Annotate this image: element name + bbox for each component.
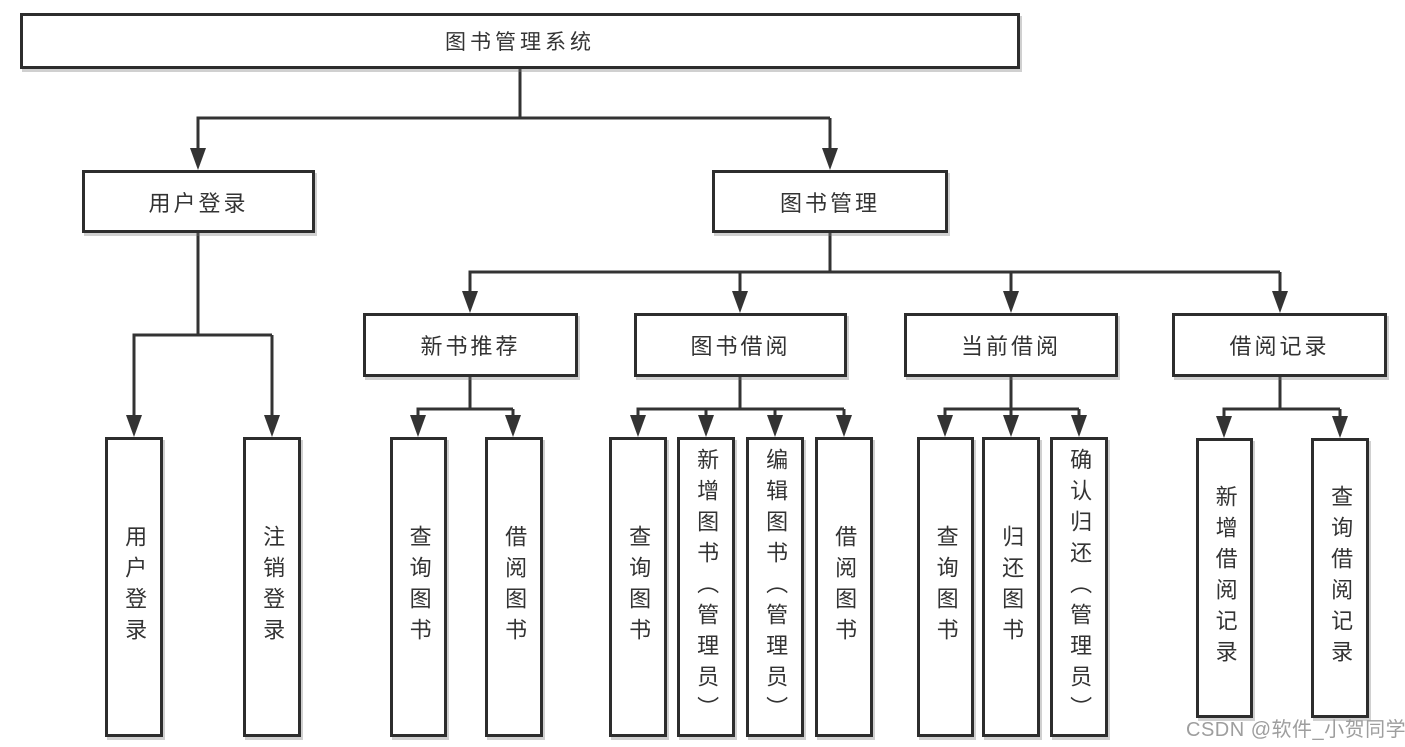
node-label: 图书管理: [779, 190, 880, 216]
node-label: 借阅图书: [502, 525, 528, 649]
connector-book-management: [468, 233, 1282, 295]
node-leaf-logout: 注销登录: [243, 437, 301, 737]
arrowhead: [1216, 416, 1232, 438]
node-book-borrowing: 图书借阅: [634, 313, 847, 377]
node-borrowing-records: 借阅记录: [1172, 313, 1387, 377]
node-label: 编辑图书（管理员）: [763, 447, 789, 727]
connector-user-login: [132, 233, 274, 419]
node-leaf-query-books-borrow: 查询图书: [609, 437, 667, 737]
node-book-management: 图书管理: [712, 170, 948, 233]
connector-root: [196, 69, 832, 152]
node-label: 查询图书: [933, 525, 959, 649]
connector-borrowing-records: [1222, 377, 1342, 421]
node-label: 新增图书（管理员）: [694, 447, 720, 727]
arrowhead: [1071, 415, 1087, 437]
node-label: 当前借阅: [960, 334, 1061, 359]
node-leaf-return-books: 归还图书: [982, 437, 1040, 737]
arrowhead: [462, 291, 478, 313]
arrowhead: [630, 415, 646, 437]
arrowhead: [410, 415, 426, 437]
node-label: 查询图书: [626, 525, 652, 649]
arrowhead: [1332, 416, 1348, 438]
node-new-book-recommendation: 新书推荐: [363, 313, 578, 377]
node-label: 归还图书: [999, 525, 1025, 649]
node-current-borrowing: 当前借阅: [904, 313, 1118, 377]
node-label: 图书管理系统: [445, 31, 595, 54]
node-label: 借阅图书: [832, 525, 858, 649]
node-leaf-query-books-current: 查询图书: [917, 437, 974, 737]
node-label: 新书推荐: [420, 334, 521, 359]
node-label: 注销登录: [260, 525, 286, 649]
arrowhead: [190, 148, 206, 170]
connector-new-book-recommendation: [416, 377, 515, 420]
node-user-login: 用户登录: [82, 170, 315, 233]
node-leaf-confirm-return-admin: 确认归还（管理员）: [1050, 437, 1108, 737]
node-leaf-add-books-admin: 新增图书（管理员）: [677, 437, 735, 737]
arrowhead: [1003, 291, 1019, 313]
arrowhead: [836, 415, 852, 437]
connector-current-borrowing: [943, 377, 1081, 420]
arrowhead: [126, 415, 142, 437]
node-label: 用户登录: [148, 190, 249, 216]
arrowhead: [767, 415, 783, 437]
node-label: 借阅记录: [1229, 334, 1330, 359]
node-leaf-borrow-books-borrow: 借阅图书: [815, 437, 873, 737]
node-label: 查询图书: [406, 525, 432, 649]
node-label: 图书借阅: [690, 334, 791, 359]
node-leaf-user-login: 用户登录: [105, 437, 163, 737]
node-leaf-edit-books-admin: 编辑图书（管理员）: [746, 437, 804, 737]
node-leaf-query-borrow-record: 查询借阅记录: [1311, 438, 1369, 718]
node-leaf-borrow-books-recommend: 借阅图书: [485, 437, 543, 737]
node-leaf-query-books-recommend: 查询图书: [390, 437, 447, 737]
node-label: 用户登录: [122, 525, 148, 649]
arrowhead: [1272, 291, 1288, 313]
node-leaf-add-borrow-record: 新增借阅记录: [1196, 438, 1253, 718]
node-library-management-system: 图书管理系统: [20, 13, 1020, 69]
csdn-watermark: CSDN @软件_小贺同学: [1186, 719, 1405, 741]
arrowhead: [264, 415, 280, 437]
connector-book-borrowing: [636, 377, 846, 420]
arrowhead: [698, 415, 714, 437]
node-label: 查询借阅记录: [1328, 485, 1354, 671]
node-label: 确认归还（管理员）: [1067, 447, 1093, 727]
node-label: 新增借阅记录: [1212, 485, 1238, 671]
arrowhead: [732, 291, 748, 313]
arrowhead: [505, 415, 521, 437]
arrowhead: [937, 415, 953, 437]
arrowhead: [1003, 415, 1019, 437]
arrowhead: [822, 148, 838, 170]
